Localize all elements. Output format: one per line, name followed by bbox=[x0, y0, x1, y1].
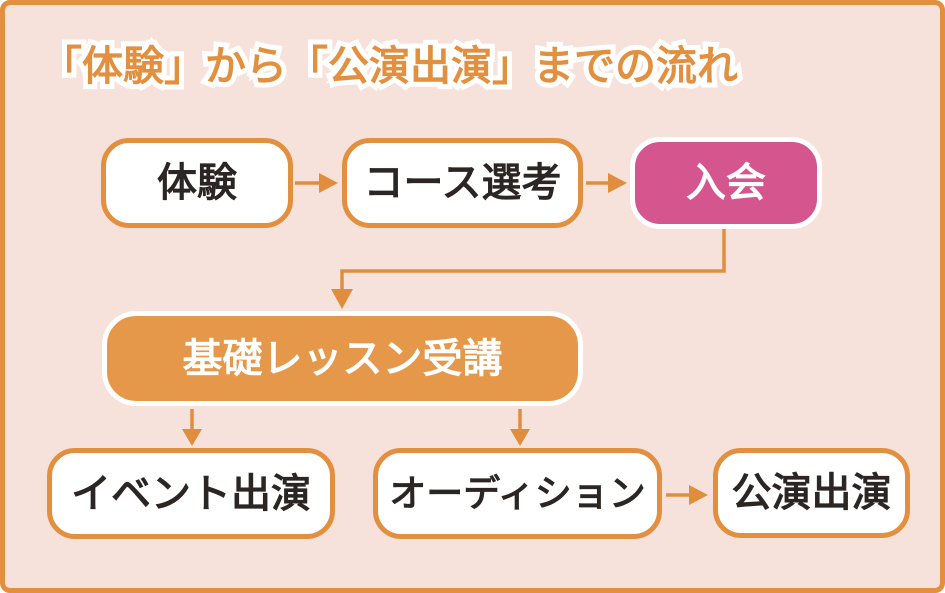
flow-node-course-selection: コース選考 bbox=[342, 138, 583, 228]
flow-node-event-appearance: イベント出演 bbox=[47, 448, 335, 539]
arrow-taiken-to-course bbox=[295, 173, 338, 193]
flow-node-performance-appearance-label: 公演出演 bbox=[731, 471, 892, 515]
arrow-nyukai-to-kiso bbox=[331, 229, 726, 309]
flow-node-audition: オーディション bbox=[373, 448, 662, 539]
arrow-kiso-to-audition bbox=[510, 409, 530, 446]
flow-node-nyukai-label: 入会 bbox=[686, 161, 766, 205]
flow-node-taiken: 体験 bbox=[101, 138, 293, 228]
diagram-title-outline: 「体験」から「公演出演」までの流れ bbox=[36, 38, 743, 94]
flow-node-taiken-label: 体験 bbox=[157, 161, 237, 205]
arrow-kiso-to-event bbox=[182, 409, 202, 446]
flow-node-nyukai: 入会 bbox=[630, 137, 822, 229]
arrow-course-to-nyukai bbox=[586, 173, 627, 193]
diagram-title-text: 「体験」から「公演出演」までの流れ bbox=[41, 43, 738, 89]
flow-node-event-appearance-label: イベント出演 bbox=[71, 471, 311, 516]
flow-node-course-selection-label: コース選考 bbox=[363, 161, 562, 205]
flow-node-audition-label: オーディション bbox=[389, 473, 646, 514]
flow-node-kiso-lesson-label: 基礎レッスン受講 bbox=[182, 336, 503, 381]
arrow-audition-to-koen bbox=[666, 485, 708, 505]
flow-node-kiso-lesson: 基礎レッスン受講 bbox=[102, 311, 583, 406]
flow-node-performance-appearance: 公演出演 bbox=[713, 448, 910, 538]
